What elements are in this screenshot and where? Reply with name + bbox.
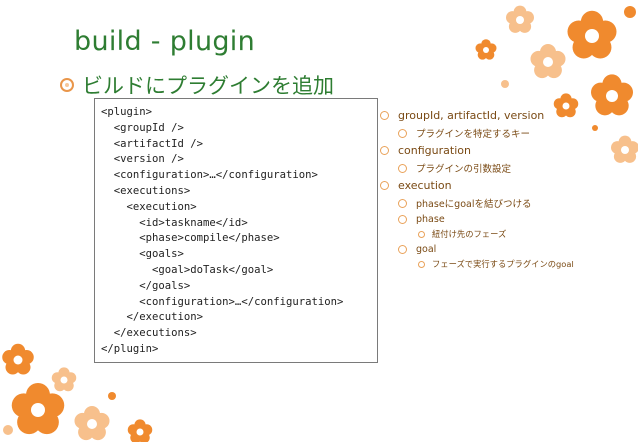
code-line: <version /> bbox=[101, 153, 184, 166]
code-line: <goals> bbox=[101, 248, 184, 261]
code-line: <plugin> bbox=[101, 106, 153, 118]
orange-flower-icon bbox=[530, 44, 566, 79]
orange-flower-icon bbox=[506, 5, 534, 33]
code-line: <configuration>…</configuration> bbox=[101, 169, 318, 182]
outline-item: 紐付け先のフェーズ bbox=[380, 227, 630, 241]
code-line: </goals> bbox=[101, 279, 191, 292]
slide-title: build - plugin bbox=[74, 26, 256, 57]
outline-item: execution bbox=[380, 176, 630, 195]
orange-ring-bullet-icon bbox=[398, 198, 407, 208]
code-line: <execution> bbox=[101, 200, 197, 213]
outline-item: プラグインの引数設定 bbox=[380, 160, 630, 176]
orange-flower-icon bbox=[74, 406, 110, 441]
orange-flower-icon bbox=[591, 74, 633, 116]
outline-item-text: phase bbox=[416, 213, 445, 225]
outline-item: phaseにgoalを結びつける bbox=[380, 195, 630, 211]
outline-item-text: goal bbox=[416, 243, 437, 255]
orange-flower-icon bbox=[51, 367, 77, 392]
orange-ring-bullet-icon bbox=[418, 230, 425, 238]
outline-item-text: execution bbox=[398, 179, 452, 192]
orange-flower-icon bbox=[2, 343, 34, 375]
slide-subtitle: ビルドにプラグインを追加 bbox=[60, 70, 334, 100]
outline-item: phase bbox=[380, 211, 630, 227]
code-block: <plugin> <groupId /> <artifactId /> <ver… bbox=[94, 98, 378, 363]
outline-item: configuration bbox=[380, 141, 630, 160]
orange-flower-icon bbox=[127, 419, 153, 442]
orange-ring-bullet-icon bbox=[398, 128, 407, 138]
outline-item: フェーズで実行するプラグインのgoal bbox=[380, 257, 630, 271]
orange-ring-bullet-icon bbox=[398, 244, 407, 254]
orange-flower-icon bbox=[553, 93, 579, 118]
code-line: <executions> bbox=[101, 184, 191, 197]
orange-flower-icon bbox=[11, 383, 65, 435]
code-line: <id>taskname</id> bbox=[101, 216, 248, 229]
orange-ring-bullet-icon bbox=[380, 146, 389, 155]
outline-item-text: configuration bbox=[398, 144, 471, 157]
orange-ring-bullet-icon bbox=[398, 163, 407, 173]
code-line: <artifactId /> bbox=[101, 137, 204, 150]
bullet-outline: groupId, artifactId, version プラグインを特定するキ… bbox=[380, 106, 630, 271]
orange-ring-bullet-icon bbox=[380, 181, 389, 190]
orange-ring-bullet-icon bbox=[380, 111, 389, 120]
orange-flower-icon bbox=[611, 135, 638, 163]
outline-item: groupId, artifactId, version bbox=[380, 106, 630, 125]
code-line: <phase>compile</phase> bbox=[101, 232, 280, 245]
orange-flower-icon bbox=[567, 10, 617, 59]
code-line: <groupId /> bbox=[101, 121, 184, 134]
outline-item-text: フェーズで実行するプラグインのgoal bbox=[432, 259, 574, 269]
code-line: </executions> bbox=[101, 327, 197, 340]
outline-item-text: groupId, artifactId, version bbox=[398, 109, 545, 122]
orange-ring-bullet-icon bbox=[418, 260, 425, 268]
outline-item-text: phaseにgoalを結びつける bbox=[416, 199, 532, 210]
orange-ring-bullet-icon bbox=[60, 78, 74, 92]
outline-item: goal bbox=[380, 241, 630, 257]
outline-item-text: 紐付け先のフェーズ bbox=[432, 229, 507, 239]
code-line: <goal>doTask</goal> bbox=[101, 263, 274, 276]
outline-item-text: プラグインを特定するキー bbox=[416, 129, 531, 140]
code-line: </execution> bbox=[101, 311, 204, 324]
code-line: <configuration>…</configuration> bbox=[101, 295, 344, 308]
code-line: </plugin> bbox=[101, 342, 159, 355]
subtitle-text: ビルドにプラグインを追加 bbox=[82, 74, 334, 98]
outline-item: プラグインを特定するキー bbox=[380, 125, 630, 141]
orange-flower-icon bbox=[475, 39, 497, 60]
orange-ring-bullet-icon bbox=[398, 214, 407, 224]
outline-item-text: プラグインの引数設定 bbox=[416, 164, 512, 175]
